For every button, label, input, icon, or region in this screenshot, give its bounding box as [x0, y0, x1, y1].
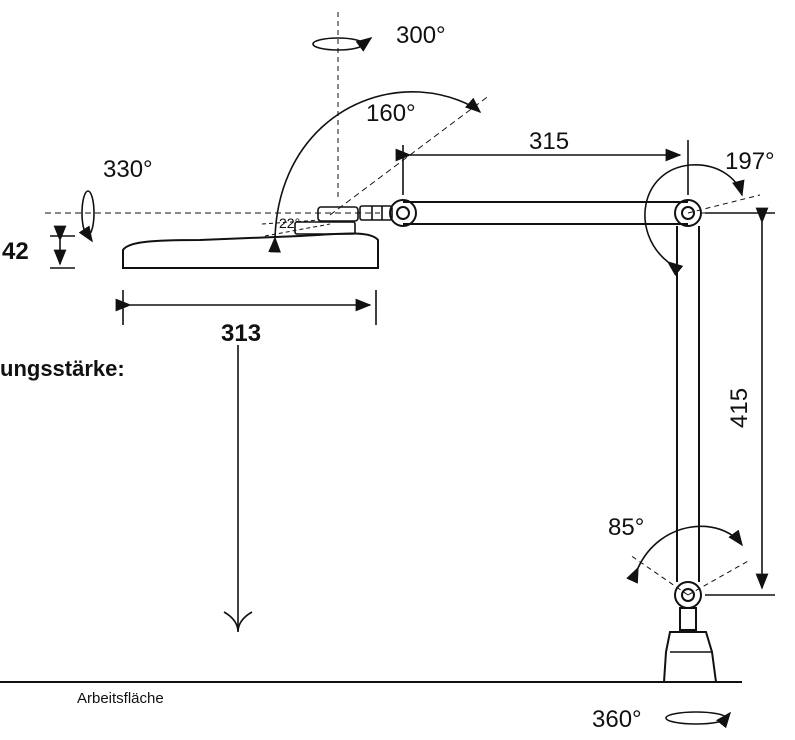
label-dim-head-width: 313 — [221, 320, 262, 347]
top-rotation-arrow — [312, 37, 373, 52]
lamp-head — [122, 232, 379, 269]
label-heading-partial: ungsstärke: — [0, 356, 125, 381]
light-direction-arrow — [223, 345, 253, 633]
label-angle-tilt: 22° — [279, 215, 301, 231]
label-angle-base: 85° — [608, 514, 645, 541]
head-angle-arc — [268, 91, 482, 253]
label-angle-elbow: 197° — [725, 148, 775, 175]
head-rotation-arrow — [78, 190, 95, 243]
label-rotation-bottom: 360° — [592, 706, 642, 733]
label-dim-head-height: 42 — [2, 238, 29, 265]
upper-arm — [359, 201, 688, 225]
label-rotation-top: 300° — [396, 22, 446, 49]
head-joint — [317, 206, 359, 222]
base-angle-arc — [626, 525, 743, 584]
head-height-dimension — [50, 225, 75, 269]
mounting-clamp — [662, 607, 718, 683]
label-rotation-head: 330° — [103, 156, 153, 183]
lower-arm-dimension — [705, 207, 775, 596]
elbow-angle-arc — [644, 164, 745, 276]
head-arm-joint — [389, 199, 417, 227]
head-width-dimension — [115, 290, 377, 325]
bottom-rotation-arrow — [665, 711, 731, 729]
label-dim-lower-arm: 415 — [726, 387, 753, 428]
lower-arm — [676, 226, 700, 582]
label-angle-head: 160° — [366, 100, 416, 127]
label-work-surface: Arbeitsfläche — [77, 690, 164, 707]
label-dim-upper-arm: 315 — [529, 128, 570, 155]
